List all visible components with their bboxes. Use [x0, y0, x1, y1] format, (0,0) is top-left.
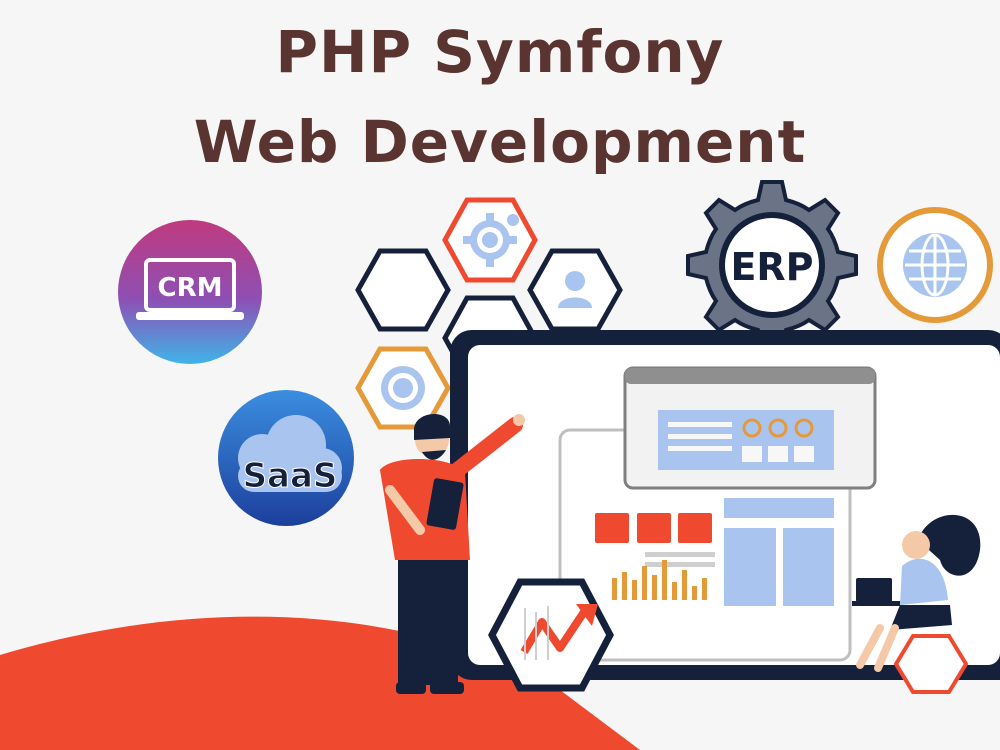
erp-label: ERP — [730, 245, 813, 289]
gear-erp-icon — [686, 180, 858, 350]
erp-badge — [686, 180, 858, 350]
man-figure — [380, 413, 525, 694]
red-floor-shape — [0, 616, 640, 750]
hexagon-small-bottom — [893, 634, 969, 694]
text-lines — [645, 552, 715, 567]
blue-blocks — [724, 498, 834, 606]
crm-label: CRM — [158, 273, 223, 303]
crm-badge — [118, 220, 262, 364]
red-tabs — [595, 513, 712, 543]
front-window — [623, 366, 877, 490]
trend-chart-icon — [520, 604, 598, 660]
camera-lens-icon — [381, 366, 425, 410]
bar-chart-graphic — [612, 560, 707, 600]
saas-label: SaaS — [243, 456, 338, 496]
globe-icon — [903, 233, 967, 297]
trend-badge — [488, 578, 614, 692]
user-icon — [558, 271, 592, 308]
title-line-1: PHP Symfony — [275, 18, 725, 86]
laptop-crm-icon — [136, 258, 244, 320]
hexagon-cluster — [355, 197, 623, 430]
woman-figure — [852, 514, 981, 672]
gear-icon — [463, 213, 519, 267]
saas-badge — [218, 390, 354, 526]
hexagon-empty-left — [355, 248, 451, 332]
cloud-saas-icon — [238, 415, 342, 492]
title-line-2: Web Development — [193, 108, 807, 176]
globe-badge — [877, 207, 993, 323]
